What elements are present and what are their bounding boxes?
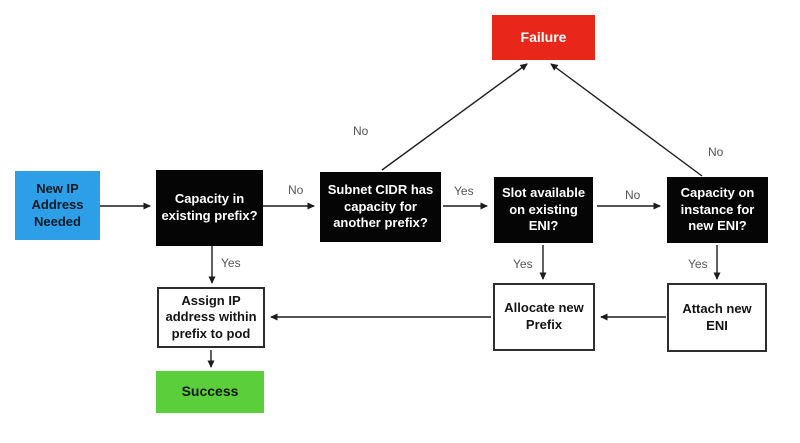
node-subnet-cidr-capacity: Subnet CIDR has capacity for another pre… <box>320 172 441 242</box>
node-capacity-existing-prefix: Capacity in existing prefix? <box>156 170 263 246</box>
edge-label-slot-eni-no: No <box>625 188 641 202</box>
edge-label-capacity-prefix-no: No <box>288 183 304 197</box>
edge-capacity-eni-no-to-failure <box>550 63 703 177</box>
edge-label-capacity-prefix-yes: Yes <box>221 256 241 270</box>
node-failure: Failure <box>492 15 595 60</box>
edge-label-subnet-cidr-yes: Yes <box>454 184 474 198</box>
node-slot-existing-eni: Slot available on existing ENI? <box>494 177 593 243</box>
node-allocate-prefix: Allocate new Prefix <box>493 283 595 351</box>
edge-label-capacity-eni-yes: Yes <box>688 257 708 271</box>
edge-label-subnet-cidr-no: No <box>353 124 369 138</box>
edge-label-slot-eni-yes: Yes <box>513 257 533 271</box>
edge-subnet-cidr-no-to-failure <box>381 63 528 171</box>
node-attach-eni: Attach new ENI <box>667 283 767 352</box>
edge-label-capacity-eni-no: No <box>708 145 724 159</box>
node-new-ip-needed: New IP Address Needed <box>15 171 100 240</box>
node-capacity-new-eni: Capacity on instance for new ENI? <box>667 177 768 243</box>
node-success: Success <box>156 371 264 413</box>
node-assign-ip: Assign IP address within prefix to pod <box>157 287 265 348</box>
